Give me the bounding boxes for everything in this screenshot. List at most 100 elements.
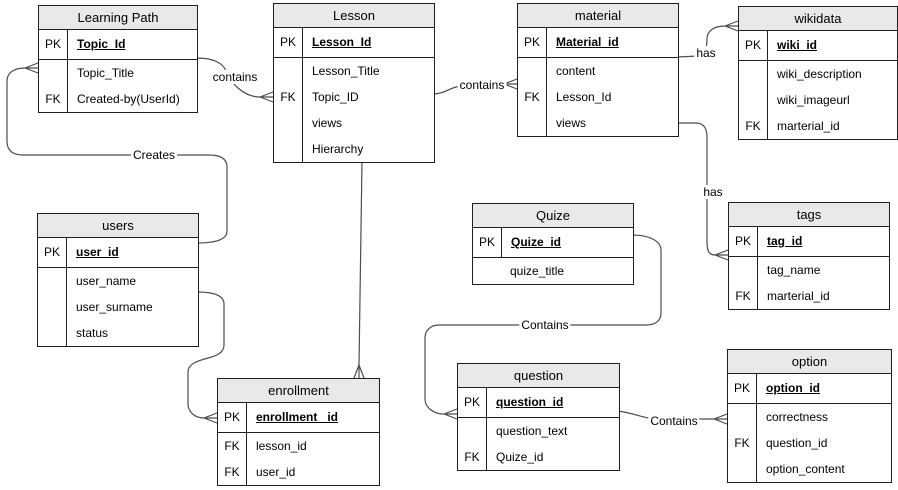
relationship-label-contains-question-option: Contains [648, 414, 700, 428]
field-section: user_name user_surname status [38, 267, 198, 346]
relationship-label-contains-quize-question: Contains [519, 318, 571, 332]
connector-users-enrollment [187, 291, 225, 424]
key-label: PK [478, 235, 495, 249]
key-label: PK [44, 37, 61, 51]
field-name: enrollment _id [256, 410, 339, 424]
field-name: question_id [496, 395, 564, 409]
entity-title: material [518, 4, 678, 28]
pk-row: PK Topic_Id [39, 30, 197, 59]
pk-row: PK Material_id [518, 28, 678, 57]
field-name: Topic_Title [77, 66, 134, 80]
field-section: FK question_text Quize_id [458, 417, 619, 470]
field-section: FK tag_name marterial_id [729, 256, 889, 309]
field-name: Quize_id [496, 450, 544, 464]
connector-material-has-tags [677, 122, 729, 261]
connector-users-creates-learning-path [6, 62, 228, 244]
field-name: tag_id [767, 234, 803, 248]
field-name: user_id [76, 245, 119, 259]
crow-foot-icon [724, 20, 739, 32]
field-section: FK correctness question_id option_conten… [728, 403, 891, 482]
key-label: FK [524, 90, 540, 104]
entity-title: option [728, 350, 891, 374]
key-label: FK [224, 465, 240, 479]
crow-foot-icon [259, 91, 274, 103]
field-name: Lesson_Id [556, 90, 612, 104]
crow-foot-icon [203, 412, 218, 424]
key-label: PK [733, 381, 750, 395]
entity-users: users PK user_id user_name user_surname … [37, 213, 199, 347]
field-name: lesson_id [256, 439, 307, 453]
pk-row: PK Quize_id [473, 228, 633, 257]
relationship-label-creates: Creates [130, 148, 178, 162]
pk-row: PK question_id [458, 388, 619, 417]
key-label: FK [734, 436, 750, 450]
field-name: user_name [76, 274, 137, 288]
key-label: FK [280, 90, 296, 104]
key-label: PK [463, 395, 480, 409]
field-name: Topic_Id [77, 37, 126, 51]
entity-title: question [458, 364, 619, 388]
field-section: quize_title [473, 257, 633, 284]
entity-question: question PK question_id FK question_text… [457, 363, 620, 471]
key-label: FK [464, 450, 480, 464]
entity-title: users [38, 214, 198, 238]
field-name: status [76, 326, 109, 340]
field-name: user_id [256, 465, 296, 479]
entity-title: Learning Path [39, 6, 197, 30]
key-label: PK [523, 35, 540, 49]
key-label: PK [43, 245, 60, 259]
field-section: FK Topic_Title Created-by(UserId) [39, 59, 197, 112]
pk-row: PK user_id [38, 238, 198, 267]
field-name: quize_title [510, 264, 565, 278]
key-label: PK [744, 38, 761, 52]
pk-row: PK wiki_id [739, 31, 897, 60]
crow-foot-icon [713, 413, 728, 425]
field-name: content [556, 64, 596, 78]
field-name: Lesson_Id [312, 35, 372, 49]
field-name: option_id [766, 381, 820, 395]
key-label: PK [734, 234, 751, 248]
pk-row: PK Lesson_Id [274, 28, 434, 57]
field-name: Quize_id [511, 235, 562, 249]
field-section: FK Lesson_Title Topic_ID views Hierarchy [274, 57, 434, 162]
relationship-label-contains-lp-lesson: contains [210, 70, 260, 84]
field-name: wiki_description [777, 67, 862, 81]
entity-tags: tags PK tag_id FK tag_name marterial_id [728, 202, 890, 310]
field-name: user_surname [76, 300, 153, 314]
crow-foot-icon [443, 408, 458, 420]
field-name: views [556, 116, 587, 130]
crow-foot-icon [353, 364, 365, 379]
relationship-label-has-tags: has [701, 185, 725, 199]
key-label: FK [224, 439, 240, 453]
field-name: question_text [496, 424, 568, 438]
connector-lesson-enrollment [353, 160, 365, 379]
field-name: views [312, 116, 343, 130]
field-name: Created-by(UserId) [77, 92, 180, 106]
field-name: tag_name [767, 263, 821, 277]
relationship-label-has-wikidata: has [694, 46, 718, 60]
field-name: marterial_id [767, 289, 830, 303]
field-section: FK content Lesson_Id views [518, 57, 678, 136]
entity-wikidata: wikidata PK wiki_id FK wiki_description … [738, 6, 898, 140]
entity-material: material PK Material_id FK content Lesso… [517, 3, 679, 137]
entity-option: option PK option_id FK correctness quest… [727, 349, 892, 483]
entity-title: wikidata [739, 7, 897, 31]
entity-lesson: Lesson PK Lesson_Id FK Lesson_Title Topi… [273, 3, 435, 163]
relationship-label-contains-lesson-material: contains [457, 78, 507, 92]
entity-enrollment: enrollment PK enrollment _id FK FK lesso… [217, 378, 380, 486]
field-name: Topic_ID [312, 90, 359, 104]
key-label: FK [735, 289, 751, 303]
entity-title: Quize [473, 204, 633, 228]
field-name: Material_id [556, 35, 619, 49]
entity-title: enrollment [218, 379, 379, 403]
pk-row: PK tag_id [729, 227, 889, 256]
key-label: PK [279, 35, 296, 49]
field-name: marterial_id [777, 119, 840, 133]
entity-quize: Quize PK Quize_id quize_title [472, 203, 634, 285]
key-label: PK [223, 410, 240, 424]
entity-title: tags [729, 203, 889, 227]
field-name: wiki_id [777, 38, 818, 52]
entity-learning-path: Learning Path PK Topic_Id FK Topic_Title… [38, 5, 198, 113]
field-name: correctness [766, 410, 829, 424]
